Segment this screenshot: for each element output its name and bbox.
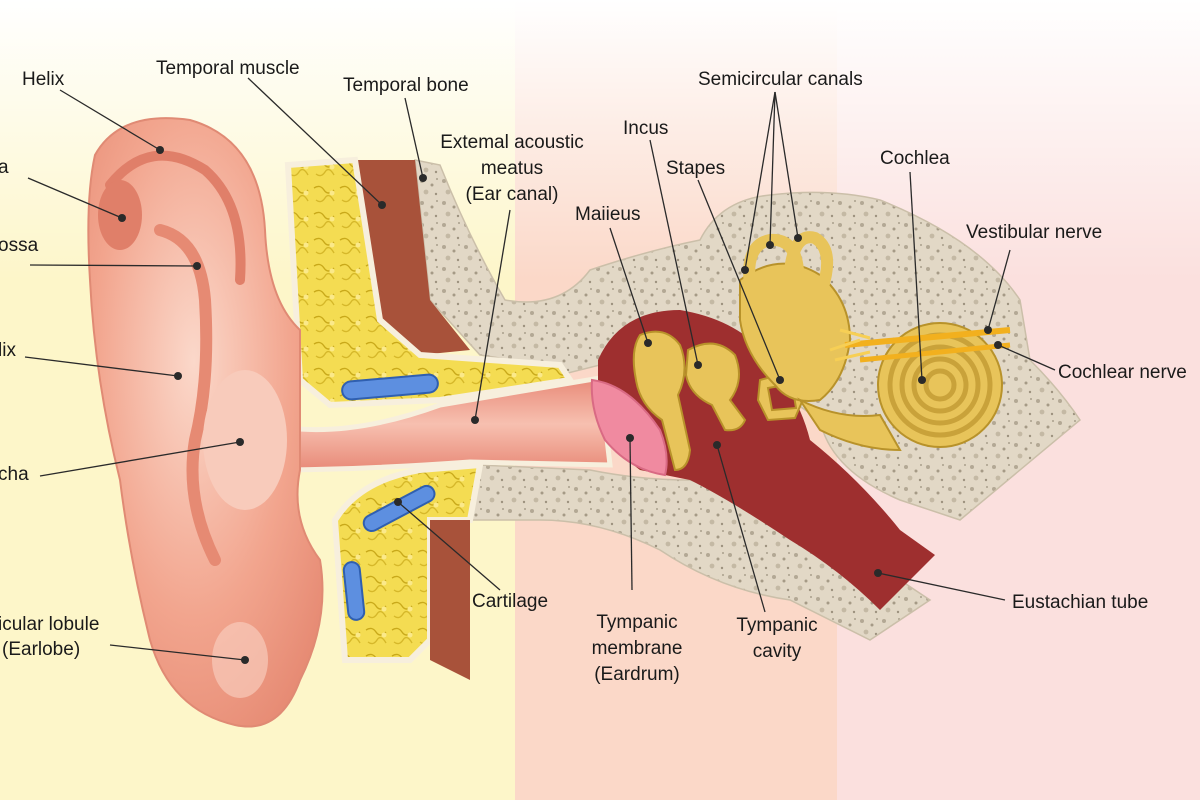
leader-stapes	[697, 179, 781, 381]
labels: Helix a ossa lix cha icular lobule (Earl…	[0, 58, 1187, 685]
label-scapha: a	[0, 157, 9, 178]
vessel-lower-2	[342, 561, 366, 621]
temporal-muscle	[355, 160, 470, 355]
dot-antihelix	[174, 372, 182, 380]
leader-meatus	[474, 209, 511, 421]
label-helix: Helix	[22, 69, 65, 90]
leader-lines	[24, 77, 1056, 661]
dot-cochlear-nerve	[994, 341, 1002, 349]
upper-fat-tissue	[284, 156, 576, 409]
label-eustachian-tube: Eustachian tube	[1012, 592, 1148, 613]
nerve-branches	[829, 328, 871, 362]
label-antihelix: lix	[0, 340, 16, 361]
dot-scapha	[118, 214, 126, 222]
vestibular-nerve-fiber	[844, 327, 1011, 348]
concha-bowl	[203, 370, 287, 510]
dot-helix	[156, 146, 164, 154]
label-vestibular-nerve: Vestibular nerve	[966, 222, 1102, 243]
tympanic-membrane	[590, 378, 668, 477]
leader-cochlear-nerve	[997, 344, 1056, 371]
dot-tympanic-cavity	[713, 441, 721, 449]
label-cochlea: Cochlea	[880, 148, 950, 169]
label-concha: cha	[0, 464, 29, 485]
leader-cochlea	[909, 171, 923, 381]
cochlea-ring-4	[923, 368, 957, 402]
leader-scapha	[27, 177, 123, 219]
label-lobule-line2: (Earlobe)	[2, 639, 80, 660]
temporal-bone-lower	[469, 464, 932, 641]
cochlea-ring-3	[911, 356, 969, 414]
label-meatus-line3: (Ear canal)	[466, 184, 559, 205]
label-meatus-line1: Extemal acoustic	[440, 132, 584, 153]
label-incus: Incus	[623, 118, 668, 139]
leader-fossa	[29, 264, 198, 267]
label-lobule-line1: icular lobule	[0, 614, 99, 635]
leader-tympanic-membrane	[629, 437, 633, 591]
label-cochlear-nerve: Cochlear nerve	[1058, 362, 1187, 383]
label-stapes: Stapes	[666, 158, 725, 179]
leader-temporal-muscle	[247, 77, 383, 206]
label-temporal-bone: Temporal bone	[343, 75, 469, 96]
leader-vestibular-nerve	[987, 249, 1011, 331]
dot-malleus	[644, 339, 652, 347]
label-meatus-line2: meatus	[481, 158, 543, 179]
leader-temporal-bone	[404, 97, 424, 179]
leader-tympanic-cavity	[716, 444, 766, 613]
dot-cochlea	[918, 376, 926, 384]
leader-incus	[649, 139, 699, 366]
label-malleus: Maiieus	[575, 204, 640, 225]
label-temporal-muscle: Temporal muscle	[156, 58, 300, 79]
cochlea-ring-2	[899, 344, 981, 426]
leader-semicircular-2	[769, 91, 776, 246]
label-cartilage: Cartilage	[472, 591, 548, 612]
leader-antihelix	[24, 356, 179, 377]
dot-vestibular-nerve	[984, 326, 992, 334]
semicircular-canal-2	[784, 231, 834, 292]
label-tympanic-cavity-line1: Tympanic	[736, 615, 817, 636]
label-tympanic-cavity-line2: cavity	[753, 641, 802, 662]
cochlear-nerve-fiber	[859, 342, 1011, 363]
antihelix-fold	[154, 224, 221, 566]
leader-dots	[118, 146, 1002, 664]
label-tympanic-membrane-line1: Tympanic	[596, 612, 677, 633]
dot-meatus	[471, 416, 479, 424]
dot-temporal-bone	[419, 174, 427, 182]
dot-concha	[236, 438, 244, 446]
dot-semicircular-3	[794, 234, 802, 242]
dot-eustachian-tube	[874, 569, 882, 577]
malleus	[632, 330, 692, 472]
dot-temporal-muscle	[378, 201, 386, 209]
dot-fossa	[193, 262, 201, 270]
ear-canal	[245, 375, 613, 473]
dot-cartilage	[394, 498, 402, 506]
dot-incus	[694, 361, 702, 369]
label-semicircular-canals: Semicircular canals	[698, 69, 863, 90]
lower-muscle-strip	[430, 520, 470, 680]
label-tympanic-membrane-line3: (Eardrum)	[594, 664, 680, 685]
auricle	[87, 117, 324, 728]
dot-lobule	[241, 656, 249, 664]
helix-fold	[105, 150, 246, 285]
leader-cartilage	[397, 501, 501, 591]
leader-lobule	[109, 644, 246, 661]
dot-semicircular-2	[766, 241, 774, 249]
dot-semicircular-1	[741, 266, 749, 274]
vessel-upper	[341, 373, 439, 401]
leader-helix	[59, 89, 161, 151]
cochlea-base	[797, 397, 902, 452]
leader-semicircular-1	[744, 91, 776, 271]
nerves	[829, 327, 1011, 363]
dot-stapes	[776, 376, 784, 384]
leader-semicircular-3	[774, 91, 799, 239]
leader-concha	[39, 441, 241, 477]
label-triangular-fossa: ossa	[0, 235, 39, 256]
semicircular-canal-3	[765, 266, 819, 312]
dot-tympanic-membrane	[626, 434, 634, 442]
leader-eustachian-tube	[877, 572, 1006, 601]
leader-malleus	[609, 227, 649, 344]
label-tympanic-membrane-line2: membrane	[592, 638, 683, 659]
